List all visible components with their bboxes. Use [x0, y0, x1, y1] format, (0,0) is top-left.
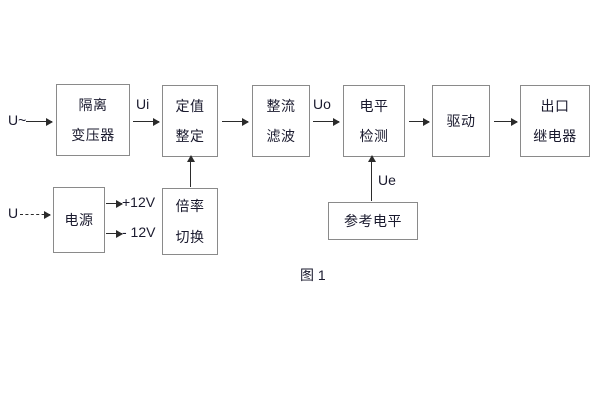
arrow-setpoint-to-rectifier — [222, 118, 249, 126]
block-label-line: 滤波 — [266, 128, 296, 144]
arrow-power-to-plus-12v — [106, 200, 123, 208]
signal-label-u-ac: U~ — [8, 112, 27, 128]
arrow-drive-to-relay — [494, 118, 518, 126]
arrow-rectifier-to-level — [313, 118, 340, 126]
block-setpoint-setting: 定值 整定 — [162, 85, 218, 157]
block-label-line: 整定 — [175, 128, 205, 144]
block-label-line: 电平 — [359, 97, 389, 114]
signal-label-plus-12v: +12V — [122, 194, 156, 210]
block-label-line: 倍率 — [175, 198, 205, 215]
arrow-power-to-minus-12v — [106, 230, 123, 238]
arrow-multiplier-to-setpoint — [186, 155, 195, 187]
block-label-line: 整流 — [266, 97, 296, 114]
block-output-relay: 出口 继电器 — [520, 85, 590, 157]
signal-label-uo: Uo — [313, 96, 331, 112]
block-label-line: 继电器 — [533, 128, 577, 144]
block-reference-level: 参考电平 — [328, 202, 418, 240]
arrow-level-to-drive — [409, 118, 430, 126]
block-label-line: 参考电平 — [344, 212, 402, 229]
arrow-u-ac-to-transformer — [26, 118, 53, 126]
block-level-detection: 电平 检测 — [343, 85, 405, 157]
block-multiplier-switch: 倍率 切换 — [162, 188, 218, 255]
signal-label-ui: Ui — [136, 96, 150, 112]
block-label-line: 电源 — [64, 211, 94, 228]
block-label-line: 隔离 — [78, 96, 108, 113]
signal-label-ue: Ue — [378, 172, 396, 188]
block-label-line: 变压器 — [71, 127, 115, 143]
block-label-line: 驱动 — [446, 112, 476, 129]
signal-label-minus-12v: - 12V — [122, 224, 156, 240]
arrow-u-dc-to-power — [20, 211, 51, 219]
figure-caption: 图 1 — [300, 267, 326, 283]
block-rectify-filter: 整流 滤波 — [252, 85, 310, 157]
block-label-line: 出口 — [540, 97, 570, 114]
block-label-line: 检测 — [359, 128, 389, 144]
block-power-supply: 电源 — [53, 187, 105, 253]
arrow-transformer-to-setpoint — [133, 118, 160, 126]
block-drive: 驱动 — [432, 85, 490, 157]
block-label-line: 切换 — [175, 228, 205, 245]
signal-label-u-dc: U — [8, 205, 19, 221]
block-isolation-transformer: 隔离 变压器 — [56, 84, 130, 156]
arrow-reference-to-level — [367, 155, 376, 201]
block-label-line: 定值 — [175, 97, 205, 114]
